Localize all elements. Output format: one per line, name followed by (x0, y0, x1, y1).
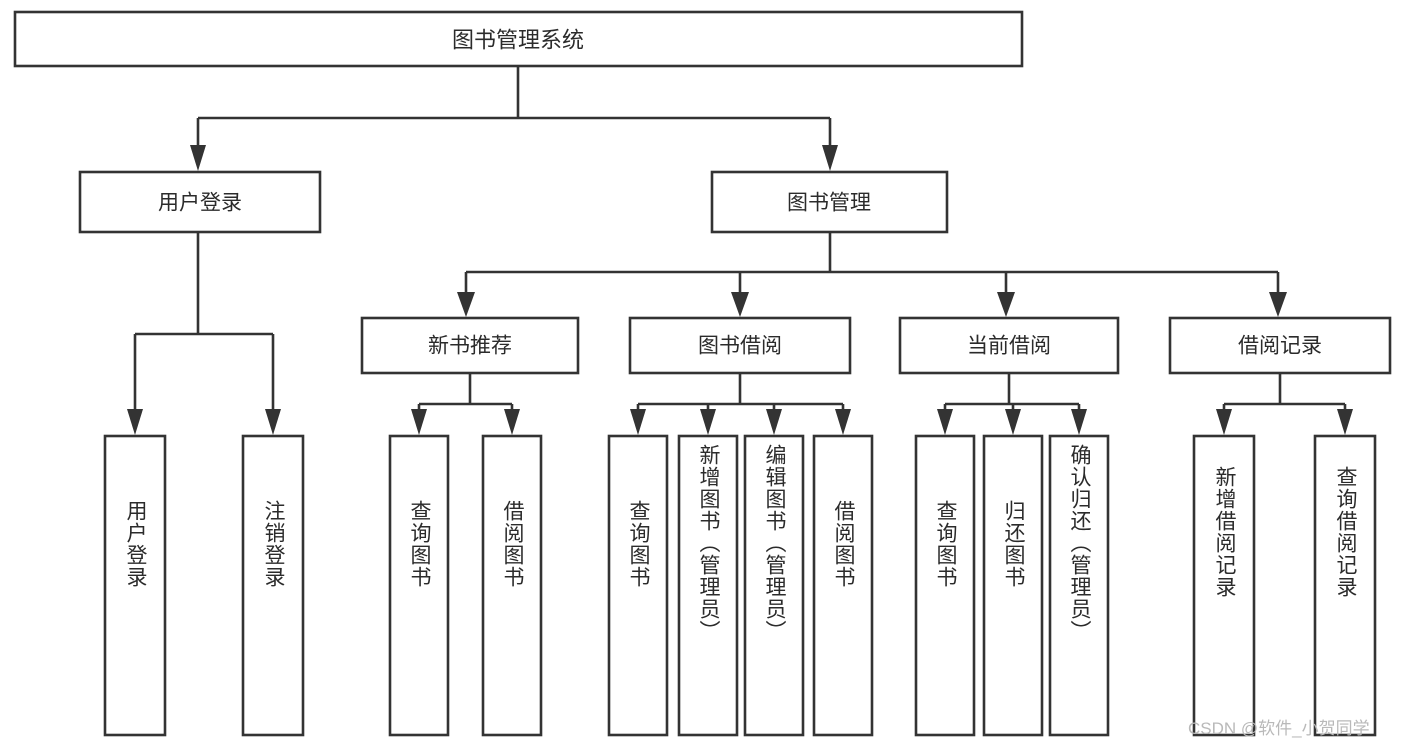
node-current-borrow-label: 当前借阅 (967, 335, 1051, 358)
connector-group-book-management (457, 232, 1287, 317)
node-user-login-box[interactable] (78, 170, 322, 234)
arrow-head-leaf-edit-book (766, 409, 782, 435)
node-book-borrow-label: 图书借阅 (698, 335, 782, 358)
node-book-management[interactable]: 图书管理 (710, 170, 949, 234)
arrow-head-book-borrow (731, 292, 749, 317)
leaf-boxes (103, 434, 1377, 737)
leaf-confirm-return-box[interactable] (1048, 434, 1110, 737)
node-book-management-label: 图书管理 (787, 192, 871, 215)
leaf-user-login-box[interactable] (103, 434, 167, 737)
node-new-book-recommend[interactable]: 新书推荐 (360, 316, 580, 375)
arrow-head-leaf-add-book (700, 409, 716, 435)
node-borrow-record[interactable]: 借阅记录 (1168, 316, 1392, 375)
arrow-head-leaf-query-borrow-record (1337, 409, 1353, 435)
leaf-logout-box[interactable] (241, 434, 305, 737)
node-new-book-recommend-label: 新书推荐 (428, 335, 512, 358)
leaf-query-book-borrow-box[interactable] (607, 434, 669, 737)
arrow-head-leaf-logout (265, 409, 281, 435)
node-borrow-record-label: 借阅记录 (1238, 335, 1322, 358)
arrow-head-leaf-add-borrow-record (1216, 409, 1232, 435)
node-user-login[interactable]: 用户登录 (78, 170, 322, 234)
connector-group-user-login (127, 232, 281, 435)
arrow-head-leaf-borrow-book (835, 409, 851, 435)
leaf-borrow-book-recommend-box[interactable] (481, 434, 543, 737)
leaf-query-book-current-box[interactable] (914, 434, 976, 737)
node-new-book-recommend-box[interactable] (360, 316, 580, 375)
node-root-box[interactable] (13, 10, 1024, 68)
node-book-borrow-box[interactable] (628, 316, 852, 375)
arrow-head-leaf-user-login (127, 409, 143, 435)
connector-group-borrow-record (1216, 373, 1353, 435)
node-book-borrow[interactable]: 图书借阅 (628, 316, 852, 375)
leaf-borrow-book-box[interactable] (812, 434, 874, 737)
arrow-head-leaf-confirm-return (1071, 409, 1087, 435)
arrow-head-leaf-borrow-book-recommend (504, 409, 520, 435)
arrow-head-leaf-query-book-borrow (630, 409, 646, 435)
arrow-head-borrow-record (1269, 292, 1287, 317)
node-root[interactable]: 图书管理系统 (13, 10, 1024, 68)
node-current-borrow-box[interactable] (898, 316, 1120, 375)
leaf-add-book-box[interactable] (677, 434, 739, 737)
leaf-query-borrow-record-box[interactable] (1313, 434, 1377, 737)
connector-group-current-borrow (937, 373, 1087, 435)
leaf-edit-book-box[interactable] (743, 434, 805, 737)
arrow-head-leaf-return-book (1005, 409, 1021, 435)
node-book-management-box[interactable] (710, 170, 949, 234)
node-current-borrow[interactable]: 当前借阅 (898, 316, 1120, 375)
node-borrow-record-box[interactable] (1168, 316, 1392, 375)
arrow-head-user-login (190, 145, 206, 171)
node-root-label: 图书管理系统 (452, 28, 584, 53)
connector-group-book-borrow (630, 373, 851, 435)
connector-group-root (190, 66, 838, 171)
arrow-head-current-borrow (997, 292, 1015, 317)
arrow-head-book-management (822, 145, 838, 171)
arrow-head-leaf-query-book-current (937, 409, 953, 435)
arrow-head-leaf-query-book-recommend (411, 409, 427, 435)
leaf-query-book-recommend-box[interactable] (388, 434, 450, 737)
node-user-login-label: 用户登录 (158, 192, 242, 215)
arrow-head-new-book-recommend (457, 292, 475, 317)
leaf-add-borrow-record-box[interactable] (1192, 434, 1256, 737)
leaf-return-book-box[interactable] (982, 434, 1044, 737)
connector-group-new-book-recommend (411, 373, 520, 435)
